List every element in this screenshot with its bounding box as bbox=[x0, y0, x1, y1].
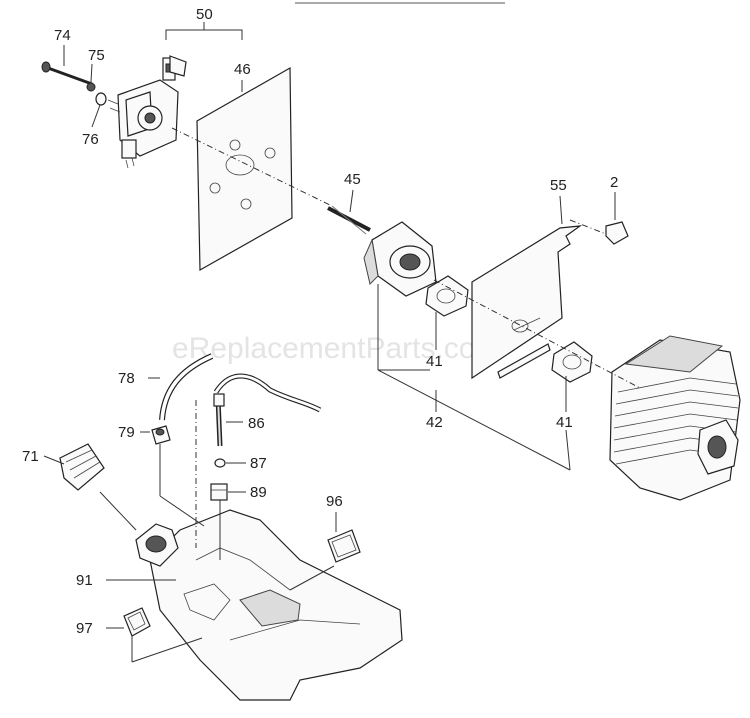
fuel-tank-91 bbox=[135, 509, 403, 701]
label-50: 50 bbox=[196, 6, 213, 23]
cushion-97 bbox=[123, 607, 151, 637]
label-42: 42 bbox=[426, 414, 443, 431]
assembly-axes bbox=[171, 127, 641, 548]
cylinder bbox=[609, 335, 741, 501]
label-55: 55 bbox=[550, 177, 567, 194]
insulator-45 bbox=[327, 205, 437, 297]
gasket-41-left bbox=[425, 275, 469, 317]
label-76: 76 bbox=[82, 131, 99, 148]
label-71: 71 bbox=[22, 448, 39, 465]
label-79: 79 bbox=[118, 424, 135, 441]
weight-89 bbox=[210, 483, 228, 501]
seal-87 bbox=[214, 458, 226, 468]
fuel-line-86 bbox=[213, 373, 322, 413]
label-89: 89 bbox=[250, 484, 267, 501]
label-96: 96 bbox=[326, 493, 343, 510]
cushion-96 bbox=[327, 529, 361, 563]
label-74: 74 bbox=[54, 27, 71, 44]
label-46: 46 bbox=[234, 61, 251, 78]
label-87: 87 bbox=[250, 455, 267, 472]
label-75: 75 bbox=[88, 47, 105, 64]
label-41-left: 41 bbox=[426, 353, 443, 370]
bolt-74 bbox=[41, 61, 93, 86]
label-78: 78 bbox=[118, 370, 135, 387]
label-45: 45 bbox=[344, 171, 361, 188]
grommet-79 bbox=[151, 425, 171, 445]
leader-lines bbox=[43, 22, 616, 663]
washer-76 bbox=[95, 92, 107, 106]
watermark: eReplacementParts.com bbox=[172, 332, 500, 365]
washer-75 bbox=[86, 82, 96, 92]
label-2: 2 bbox=[610, 174, 618, 191]
gasket-46 bbox=[196, 66, 293, 272]
label-97: 97 bbox=[76, 620, 93, 637]
nut-2 bbox=[605, 221, 629, 245]
label-86: 86 bbox=[248, 415, 265, 432]
gasket-41-right bbox=[551, 341, 593, 383]
fuel-filter-86 bbox=[213, 393, 225, 447]
fuel-cap-71 bbox=[59, 443, 105, 491]
carburetor-50 bbox=[107, 55, 187, 169]
heat-shield-55 bbox=[471, 225, 583, 380]
label-41-right: 41 bbox=[556, 414, 573, 431]
label-91: 91 bbox=[76, 572, 93, 589]
